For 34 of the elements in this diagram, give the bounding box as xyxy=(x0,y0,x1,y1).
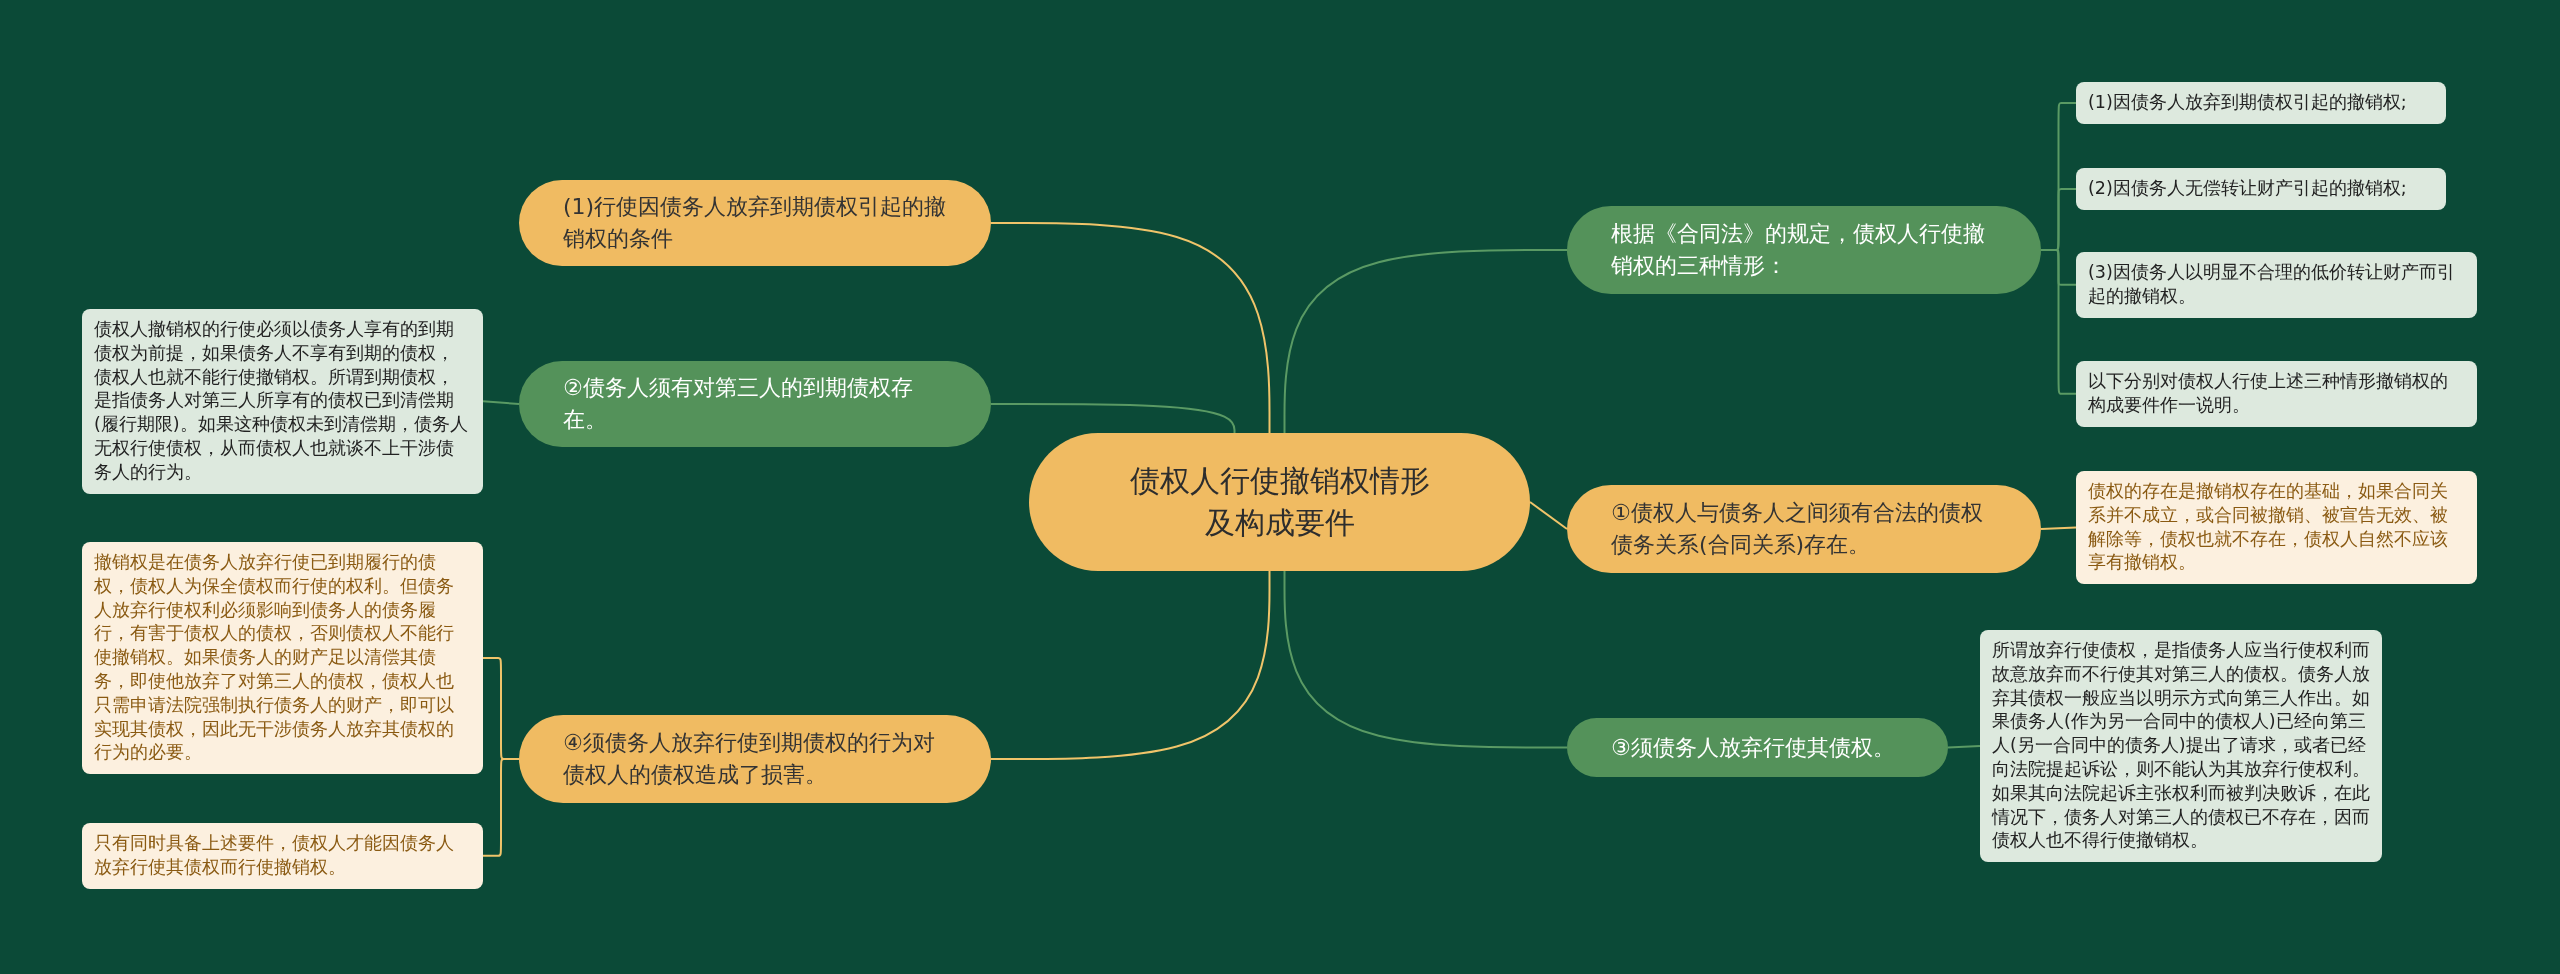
note-text: 债权人撤销权的行使必须以债务人享有的到期债权为前提，如果债务人不享有到期的债权，债权人也就不能行使撤销权。所谓到期债权，是指债务人对第三人所享有的债权已到清偿期(履行期限)。如果这种债权未到清偿期，债务人无权行使债权，从而债权人也就谈不上干涉债务人的行为。 xyxy=(94,318,469,484)
note-text: (1)因债务人放弃到期债权引起的撤销权; xyxy=(2088,91,2407,114)
note-text: 只有同时具备上述要件，债权人才能因债务人放弃行使其债权而行使撤销权。 xyxy=(94,832,455,879)
note-text: 以下分别对债权人行使上述三种情形撤销权的构成要件作一说明。 xyxy=(2088,370,2449,417)
note-text: 所谓放弃行使债权，是指债务人应当行使权利而故意放弃而不行使其对第三人的债权。债务人放弃其债权一般应当以明示方式向第三人作出。如果债务人(作为另一合同中的债权人)已经向第三人(另一合同中的债务人)提出了请求，或者已经向法院提起诉讼，则不能认为其放弃行使权利。如果其向法院起诉主张权利而被判决败诉，在此情况下，债务人对第三人的债权已不存在，因而债权人也不得行使撤销权。 xyxy=(1992,639,2370,853)
note-card xyxy=(2076,361,2477,427)
connector-line xyxy=(1283,570,1568,749)
note-text: 债权的存在是撤销权存在的基础，如果合同关系并不成立，或合同被撤销、被宣告无效、被解除等，债权也就不存在，债权人自然不应该享有撤销权。 xyxy=(2088,480,2449,575)
topic-text: ①债权人与债务人之间须有合法的债权债务关系(合同关系)存在。 xyxy=(1611,499,1984,559)
topic-text: 债权人行使撤销权情形及构成要件 xyxy=(1128,462,1431,542)
connector-line xyxy=(990,403,1236,434)
note-card xyxy=(2076,252,2477,318)
note-text: (2)因债务人无偿转让财产引起的撤销权; xyxy=(2088,177,2407,200)
note-card xyxy=(82,542,483,775)
note-card xyxy=(82,309,483,494)
connector-line xyxy=(990,222,1271,434)
note-text: 撤销权是在债务人放弃行使已到期履行的债权，债权人为保全债权而行使的权利。但债务人放弃行使权利必须影响到债务人的债务履行，有害于债权人的债权，否则债权人不能行使撤销权。如果债务人的财产足以清偿其债务，即使他放弃了对第三人的债权，债权人也只需申请法院强制执行债务人的财产，即可以实现其债权，因此无干涉债务人放弃其债权的行为的必要。 xyxy=(94,551,455,765)
topic-text: 根据《合同法》的规定，债权人行使撤销权的三种情形： xyxy=(1611,220,1986,280)
topic-text: ③须债务人放弃行使其债权。 xyxy=(1611,733,1895,762)
connector-line xyxy=(482,758,520,857)
note-card xyxy=(2076,471,2477,585)
note-text: (3)因债务人以明显不合理的低价转让财产而引起的撤销权。 xyxy=(2088,261,2456,308)
connector-line xyxy=(1283,249,1568,434)
note-card xyxy=(2076,168,2446,210)
connector-line xyxy=(2040,526,2077,530)
connector-line xyxy=(1529,501,1568,530)
topic-text: ④须债务人放弃行使到期债权的行为对债权人的债权造成了损害。 xyxy=(563,729,936,789)
connector-line xyxy=(2040,249,2077,395)
connector-line xyxy=(990,570,1271,760)
note-card xyxy=(82,823,483,889)
topic-text: (1)行使因债务人放弃到期债权引起的撤销权的条件 xyxy=(563,193,948,253)
note-card xyxy=(2076,82,2446,124)
connector-line xyxy=(482,400,520,405)
topic-text: ②债务人须有对第三人的到期债权存在。 xyxy=(563,374,914,434)
